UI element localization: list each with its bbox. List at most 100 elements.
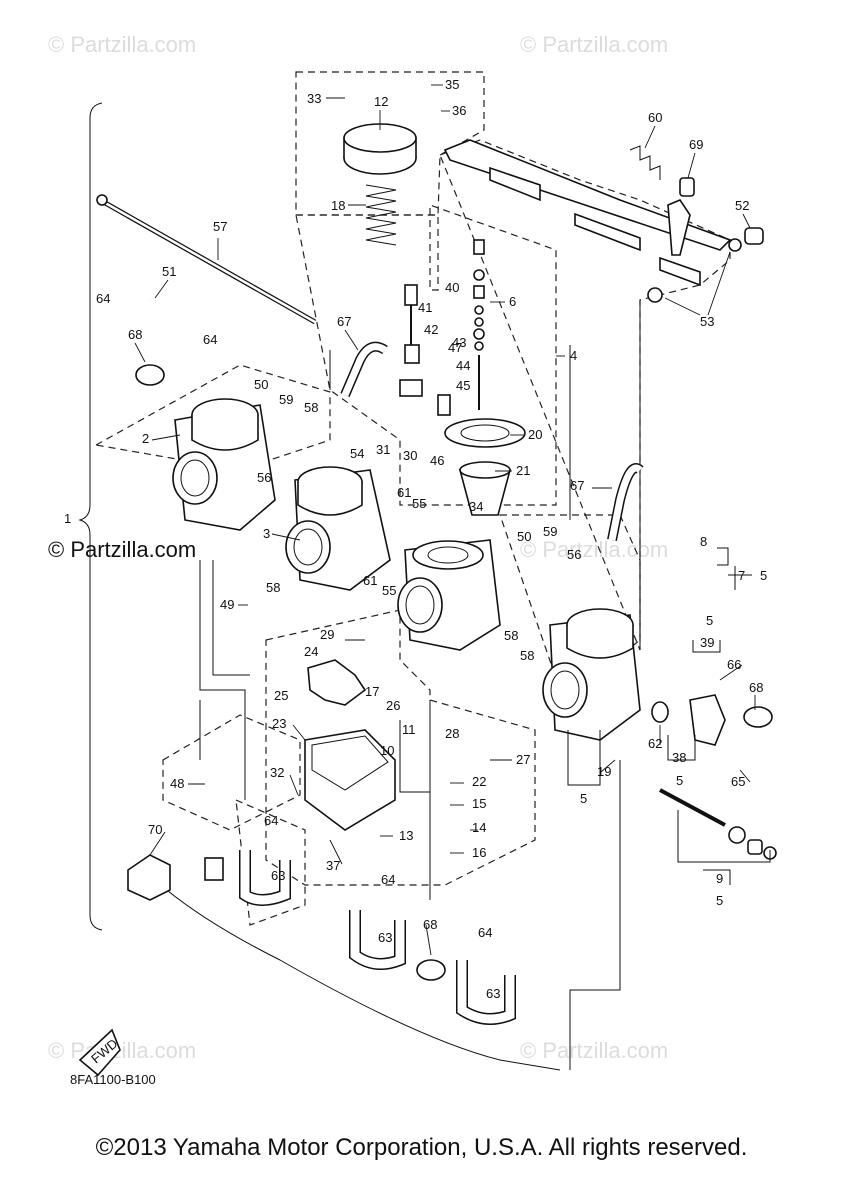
- callout-51: 51: [162, 264, 176, 279]
- callout-2: 2: [142, 431, 149, 446]
- callout-27: 27: [516, 752, 530, 767]
- callout-58-d: 58: [520, 648, 534, 663]
- watermark-top-left: © Partzilla.com: [48, 32, 196, 57]
- long-bolt-57: [96, 194, 317, 325]
- callout-5-d: 5: [580, 791, 587, 806]
- carburetor-5: [542, 608, 641, 741]
- carburetor-3: [285, 466, 391, 591]
- callout-64-b: 64: [203, 332, 217, 347]
- callout-12: 12: [374, 94, 388, 109]
- callout-53: 53: [700, 314, 714, 329]
- callout-33: 33: [307, 91, 321, 106]
- callout-17: 17: [365, 684, 379, 699]
- callout-67-b: 67: [570, 478, 584, 493]
- diaphragm-20: [444, 418, 526, 448]
- needle-column-6: [473, 239, 485, 410]
- callout-57: 57: [213, 219, 227, 234]
- callout-38: 38: [672, 750, 686, 765]
- callout-18: 18: [331, 198, 345, 213]
- component-70: [127, 854, 171, 901]
- callout-50-b: 50: [517, 529, 531, 544]
- callout-58-a: 58: [266, 580, 280, 595]
- assembly-bracket: [78, 102, 103, 931]
- carburetor-4: [397, 539, 501, 651]
- callout-3: 3: [263, 526, 270, 541]
- vent-hoses-and-wires: [154, 300, 641, 1071]
- callout-21: 21: [516, 463, 530, 478]
- callout-64-e: 64: [478, 925, 492, 940]
- needle-stack: [399, 284, 451, 416]
- callout-10: 10: [380, 743, 394, 758]
- throttle-sensor-66: [651, 694, 726, 746]
- callout-29: 29: [320, 627, 334, 642]
- carburetor-2: [172, 398, 276, 531]
- callout-59-a: 59: [279, 392, 293, 407]
- callout-45: 45: [456, 378, 470, 393]
- callout-64-a: 64: [96, 291, 110, 306]
- callout-1: 1: [64, 511, 71, 526]
- clamp-68-c: [416, 959, 446, 981]
- callout-25: 25: [274, 688, 288, 703]
- plunger-assembly-9: [659, 788, 777, 860]
- callout-41: 41: [418, 300, 432, 315]
- callout-14: 14: [472, 820, 486, 835]
- callout-32: 32: [270, 765, 284, 780]
- callout-58-b: 58: [304, 400, 318, 415]
- watermark-top-right: © Partzilla.com: [520, 32, 668, 57]
- callout-9: 9: [716, 871, 723, 886]
- callout-5-a: 5: [760, 568, 767, 583]
- callout-70: 70: [148, 822, 162, 837]
- callout-40: 40: [445, 280, 459, 295]
- callout-39: 39: [700, 635, 714, 650]
- callout-4: 4: [570, 348, 577, 363]
- callout-52: 52: [735, 198, 749, 213]
- watermark-middle-right: © Partzilla.com: [520, 537, 668, 562]
- callout-24: 24: [304, 644, 318, 659]
- callout-23: 23: [272, 716, 286, 731]
- callout-30: 30: [403, 448, 417, 463]
- callout-labels: 1 2 3 4 5 5 5 5 5 6 7 8 9 10 11 12 13 14…: [64, 77, 767, 1001]
- callout-64-c: 64: [264, 813, 278, 828]
- callout-58-c: 58: [504, 628, 518, 643]
- callout-35: 35: [445, 77, 459, 92]
- callout-68-c: 68: [423, 917, 437, 932]
- callout-49: 49: [220, 597, 234, 612]
- callout-61-a: 61: [397, 485, 411, 500]
- callout-19: 19: [597, 764, 611, 779]
- callout-55-a: 55: [412, 496, 426, 511]
- callout-47: 47: [448, 340, 462, 355]
- callout-8: 8: [700, 534, 707, 549]
- linkage-bracket: [443, 139, 732, 287]
- watermark-middle-left: © Partzilla.com: [48, 537, 196, 562]
- callout-36: 36: [452, 103, 466, 118]
- reference-brackets: [399, 345, 771, 885]
- callout-62: 62: [648, 736, 662, 751]
- callout-15: 15: [472, 796, 486, 811]
- copyright-notice: ©2013 Yamaha Motor Corporation, U.S.A. A…: [95, 1134, 748, 1161]
- callout-68-a: 68: [128, 327, 142, 342]
- callout-56-a: 56: [257, 470, 271, 485]
- callout-6: 6: [509, 294, 516, 309]
- screw-52: [728, 227, 764, 252]
- callout-34: 34: [469, 499, 483, 514]
- callout-16: 16: [472, 845, 486, 860]
- callout-26: 26: [386, 698, 400, 713]
- collar-69: [679, 177, 695, 197]
- callout-5-e: 5: [716, 893, 723, 908]
- watermark-bottom-right: © Partzilla.com: [520, 1038, 668, 1063]
- callout-54: 54: [350, 446, 364, 461]
- callout-5-b: 5: [706, 613, 713, 628]
- callout-44: 44: [456, 358, 470, 373]
- callout-5-c: 5: [676, 773, 683, 788]
- callout-13: 13: [399, 828, 413, 843]
- callout-50-a: 50: [254, 377, 268, 392]
- callout-42: 42: [424, 322, 438, 337]
- callout-64-d: 64: [381, 872, 395, 887]
- callout-55-b: 55: [382, 583, 396, 598]
- leader-lines: [134, 84, 756, 956]
- clamp-68-a: [135, 364, 165, 386]
- callout-60: 60: [648, 110, 662, 125]
- callout-31: 31: [376, 442, 390, 457]
- top-cap-12: [343, 123, 417, 175]
